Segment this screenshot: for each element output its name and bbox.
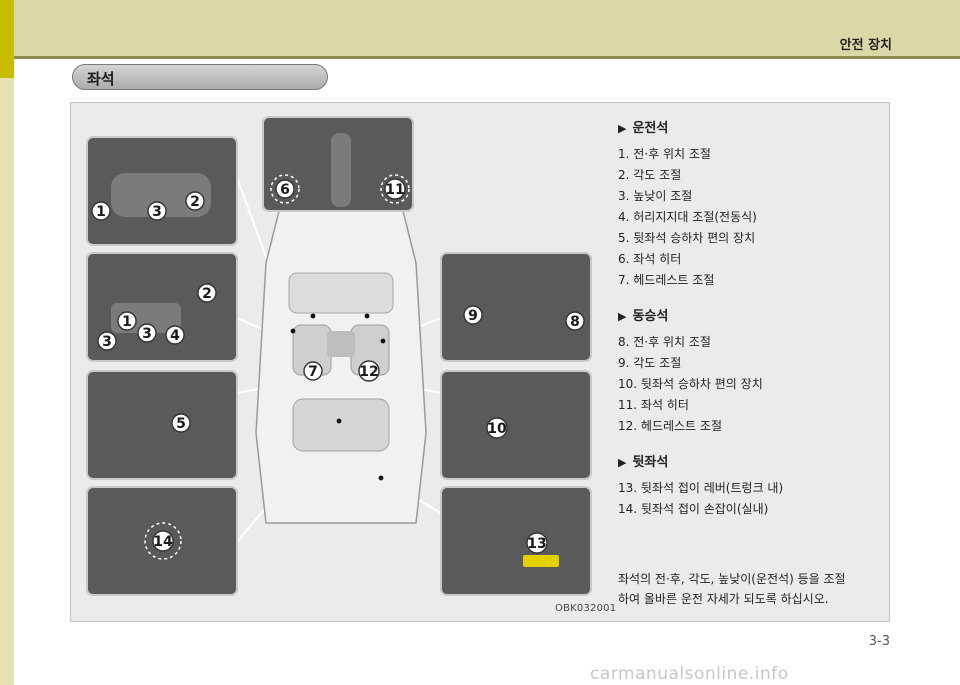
svg-text:8: 8	[570, 314, 580, 330]
dashed-highlight	[380, 174, 410, 204]
photo-passenger-seat-levers	[440, 252, 592, 362]
chapter-title: 안전 장치	[839, 38, 892, 53]
marker-dot	[310, 313, 316, 319]
marker-dot	[380, 338, 386, 344]
watermark: carmanualsonline.info	[590, 664, 789, 684]
chapter-tab-marker	[0, 0, 14, 78]
legend-item: 2. 각도 조절	[618, 168, 682, 182]
marker-dot	[364, 313, 370, 319]
badge-5: 5	[171, 413, 191, 433]
svg-text:1: 1	[96, 204, 106, 220]
svg-text:13: 13	[527, 536, 546, 552]
passenger-heading-text: 동승석	[632, 309, 669, 324]
badge-11: 11	[384, 178, 406, 200]
section-title-pill: 좌석	[72, 64, 328, 90]
triangle-bullet-icon: ▶	[618, 310, 627, 323]
legend-item: 3. 높낮이 조절	[618, 189, 693, 203]
dashed-highlight	[270, 174, 300, 204]
badge-8: 8	[565, 311, 585, 331]
car-body	[255, 202, 427, 524]
badge-3: 3	[97, 331, 117, 351]
legend-item: 9. 각도 조절	[618, 356, 682, 370]
legend-item: 14. 뒷좌석 접이 손잡이(실내)	[618, 502, 769, 516]
svg-text:3: 3	[102, 334, 112, 350]
figure-code: OBK032001	[555, 603, 617, 614]
svg-text:10: 10	[487, 421, 507, 437]
driver-heading-text: 운전석	[632, 121, 669, 136]
marker-dot	[378, 475, 384, 481]
svg-text:3: 3	[152, 204, 162, 220]
badge-7: 7	[303, 361, 323, 381]
svg-text:4: 4	[170, 328, 180, 344]
svg-text:14: 14	[153, 534, 173, 550]
seat-cushion	[111, 173, 211, 217]
badge-2: 2	[185, 191, 205, 211]
rear-heading-text: 뒷좌석	[632, 455, 669, 470]
triangle-bullet-icon: ▶	[618, 456, 627, 469]
trunk-lever-tag	[523, 555, 559, 567]
badge-1: 1	[117, 311, 137, 331]
legend-column: ▶ 운전석 1. 전·후 위치 조절 2. 각도 조절 3. 높낮이 조절 4. …	[618, 117, 880, 520]
passenger-heading: ▶ 동승석	[618, 305, 880, 324]
badge-4: 4	[165, 325, 185, 345]
dashboard	[288, 272, 394, 314]
center-console	[327, 331, 355, 357]
badge-1: 1	[91, 201, 111, 221]
triangle-bullet-icon: ▶	[618, 122, 627, 135]
dashed-highlight	[144, 522, 182, 560]
left-margin-strip	[0, 0, 14, 685]
seat-controls-illustration: 1 2 3 1 2 3 3 4 5 6 7 8 9 10 11 12 13 14	[86, 116, 592, 596]
legend-item: 4. 허리지지대 조절(전동식)	[618, 210, 757, 224]
legend-item: 13. 뒷좌석 접이 레버(트렁크 내)	[618, 481, 784, 495]
legend-item: 12. 헤드레스트 조절	[618, 419, 722, 433]
marker-dot	[336, 418, 342, 424]
svg-text:1: 1	[122, 314, 132, 330]
legend-item: 6. 좌석 히터	[618, 252, 682, 266]
instruction-note: 좌석의 전·후, 각도, 높낮이(운전석) 등을 조절 하여 올바른 운전 자세…	[618, 569, 880, 609]
badge-2: 2	[197, 283, 217, 303]
legend-item: 1. 전·후 위치 조절	[618, 147, 711, 161]
svg-text:2: 2	[202, 286, 212, 302]
rear-heading: ▶ 뒷좌석	[618, 451, 880, 470]
legend-item: 8. 전·후 위치 조절	[618, 335, 711, 349]
badge-12: 12	[358, 360, 380, 382]
svg-text:6: 6	[280, 182, 290, 198]
gear-lever	[331, 133, 351, 207]
legend-item: 11. 좌석 히터	[618, 398, 689, 412]
badge-10: 10	[486, 417, 508, 439]
section-title: 좌석	[87, 70, 115, 88]
page-number: 3-3	[868, 634, 890, 649]
badge-14: 14	[152, 530, 174, 552]
header-rule	[0, 56, 960, 59]
badge-9: 9	[463, 305, 483, 325]
badge-3: 3	[147, 201, 167, 221]
legend-item: 10. 뒷좌석 승하차 편의 장치	[618, 377, 763, 391]
legend-item: 7. 헤드레스트 조절	[618, 273, 715, 287]
svg-text:5: 5	[176, 416, 186, 432]
svg-text:9: 9	[468, 308, 478, 324]
photo-passenger-seatback	[440, 370, 592, 480]
driver-heading: ▶ 운전석	[618, 117, 880, 136]
badge-6: 6	[275, 179, 295, 199]
note-line: 좌석의 전·후, 각도, 높낮이(운전석) 등을 조절	[618, 572, 846, 586]
badge-13: 13	[526, 532, 548, 554]
figure-panel: 1 2 3 1 2 3 3 4 5 6 7 8 9 10 11 12 13 14…	[70, 102, 890, 622]
svg-text:7: 7	[308, 364, 318, 380]
photo-trunk-lever	[440, 486, 592, 596]
svg-text:2: 2	[190, 194, 200, 210]
svg-text:12: 12	[359, 364, 378, 380]
badge-3: 3	[137, 323, 157, 343]
marker-dot	[290, 328, 296, 334]
svg-text:3: 3	[142, 326, 152, 342]
svg-text:11: 11	[385, 182, 404, 198]
rear-seat-shape	[292, 398, 390, 452]
note-line: 하여 올바른 운전 자세가 되도록 하십시오.	[618, 592, 829, 606]
header-band	[0, 0, 960, 56]
photo-driver-seatback	[86, 370, 238, 480]
legend-item: 5. 뒷좌석 승하차 편의 장치	[618, 231, 756, 245]
